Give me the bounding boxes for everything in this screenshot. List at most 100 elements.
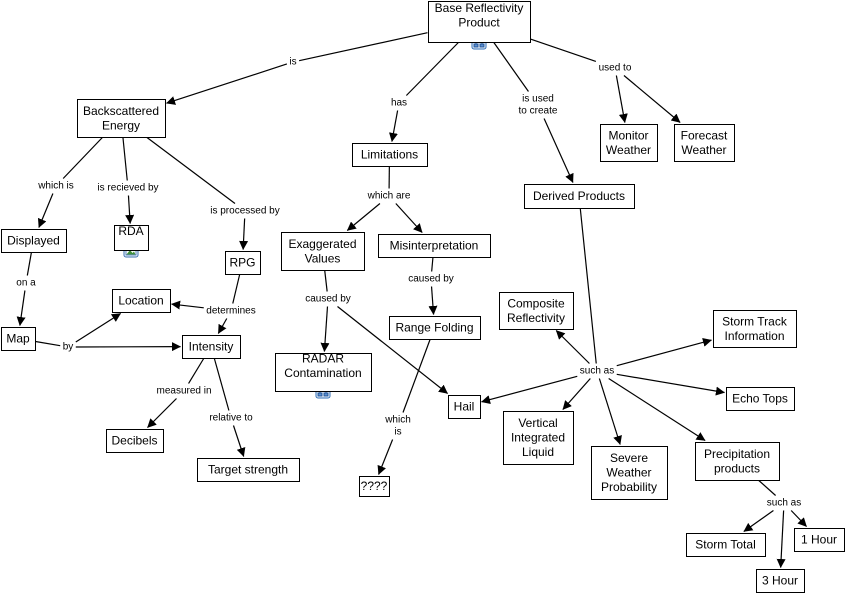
concept-box xyxy=(756,569,805,593)
connector-map-to-by xyxy=(35,340,61,347)
link-relative-to[interactable]: relative to xyxy=(207,411,255,425)
concept-limitations[interactable]: Limitations xyxy=(352,143,428,167)
concept-label: Precipitation xyxy=(704,447,770,461)
connector-such-as-2-to-one-hour xyxy=(790,510,807,527)
concept-three-hour[interactable]: 3 Hour xyxy=(756,569,805,593)
concept-label: RPG xyxy=(229,256,255,270)
concept-location[interactable]: Location xyxy=(112,289,171,313)
link-has[interactable]: has xyxy=(388,96,410,110)
link-label: is processed by xyxy=(210,206,279,217)
connector-exaggerated-values-to-caused-by-1 xyxy=(324,270,328,292)
connector-which-is-to-displayed xyxy=(37,193,54,228)
link-is-recieved-by[interactable]: is recieved by xyxy=(95,181,161,195)
concept-target-strength[interactable]: Target strength xyxy=(197,458,300,482)
concept-label: Misinterpretation xyxy=(390,239,479,253)
concept-range-folding[interactable]: Range Folding xyxy=(389,316,481,340)
link-on-a[interactable]: on a xyxy=(14,276,38,290)
link-background xyxy=(303,292,353,306)
connector-such-as-1-to-echo-tops xyxy=(616,373,725,396)
link-such-as-1[interactable]: such as xyxy=(577,364,617,378)
concept-box xyxy=(503,411,574,465)
connector-is-recieved-by-to-rda xyxy=(125,195,135,224)
connector-such-as-1-to-severe-weather xyxy=(598,378,622,445)
connector-is-to-backscattered-energy xyxy=(166,63,288,105)
concept-rpg[interactable]: RPG xyxy=(225,251,261,275)
link-used-to[interactable]: used to xyxy=(596,61,634,75)
link-which-is[interactable]: which is xyxy=(35,179,77,193)
connector-precipitation-products-to-such-as-2 xyxy=(758,480,777,496)
concept-storm-total[interactable]: Storm Total xyxy=(686,533,766,557)
link-by[interactable]: by xyxy=(60,340,76,354)
connector-on-a-to-map xyxy=(16,290,26,326)
concept-misinterpretation[interactable]: Misinterpretation xyxy=(378,234,491,258)
concept-label: 3 Hour xyxy=(762,574,798,588)
link-background xyxy=(388,96,410,110)
connector-backscattered-energy-to-is-recieved-by xyxy=(122,137,128,181)
connector-which-is-2-to-unknown xyxy=(377,439,394,475)
connector-is-processed-by-to-rpg xyxy=(239,218,249,250)
link-such-as-2[interactable]: such as xyxy=(764,496,804,510)
connector-base-reflectivity-to-has xyxy=(405,42,459,96)
link-is-processed-by[interactable]: is processed by xyxy=(208,204,282,218)
link-which-are[interactable]: which are xyxy=(364,189,414,203)
link-label: to create xyxy=(519,106,558,117)
link-caused-by-2[interactable]: caused by xyxy=(406,272,456,286)
concept-rda[interactable]: RDA xyxy=(114,224,149,251)
link-background xyxy=(577,364,617,378)
connector-has-to-limitations xyxy=(389,110,399,142)
concept-unknown[interactable]: ???? xyxy=(359,476,390,497)
link-determines[interactable]: determines xyxy=(204,304,258,318)
connector-rpg-to-determines xyxy=(232,274,241,304)
link-label: such as xyxy=(767,498,801,509)
concept-label: Range Folding xyxy=(395,321,473,335)
link-measured-in[interactable]: measured in xyxy=(154,384,214,398)
connector-determines-to-location xyxy=(171,300,204,310)
concept-box xyxy=(674,124,735,162)
concept-derived-products[interactable]: Derived Products xyxy=(524,184,635,209)
link-caused-by-1[interactable]: caused by xyxy=(303,292,353,306)
connector-which-are-to-misinterpretation xyxy=(395,203,423,233)
concept-echo-tops[interactable]: Echo Tops xyxy=(726,387,795,411)
link-is[interactable]: is xyxy=(287,55,299,69)
connector-range-folding-to-which-is-2 xyxy=(402,339,431,413)
concept-label: Weather xyxy=(606,466,651,480)
link-background xyxy=(14,276,38,290)
link-background xyxy=(596,61,634,75)
connector-base-reflectivity-to-used-to xyxy=(530,38,597,63)
concept-hail[interactable]: Hail xyxy=(448,395,481,419)
concept-label: products xyxy=(714,461,760,475)
concept-box xyxy=(1,327,36,351)
concept-decibels[interactable]: Decibels xyxy=(106,429,164,453)
concept-label: Values xyxy=(305,251,341,265)
concept-map[interactable]: Map xyxy=(1,327,36,351)
link-label: which are xyxy=(367,191,411,202)
connector-such-as-1-to-storm-track xyxy=(616,337,712,367)
concept-intensity[interactable]: Intensity xyxy=(182,335,241,359)
link-label: on a xyxy=(16,278,36,289)
connector-backscattered-energy-to-which-is xyxy=(62,137,103,179)
connector-caused-by-1-to-radar-contamination xyxy=(320,306,330,352)
concept-displayed[interactable]: Displayed xyxy=(1,229,67,253)
concept-one-hour[interactable]: 1 Hour xyxy=(794,528,845,552)
connector-backscattered-energy-to-is-processed-by xyxy=(146,137,236,204)
concept-box xyxy=(106,429,164,453)
connector-measured-in-to-decibels xyxy=(147,398,177,428)
connector-such-as-1-to-composite-reflectivity xyxy=(555,330,590,364)
link-label: used to xyxy=(599,63,632,74)
concept-label: 1 Hour xyxy=(801,533,837,547)
concept-label: Energy xyxy=(102,118,140,132)
